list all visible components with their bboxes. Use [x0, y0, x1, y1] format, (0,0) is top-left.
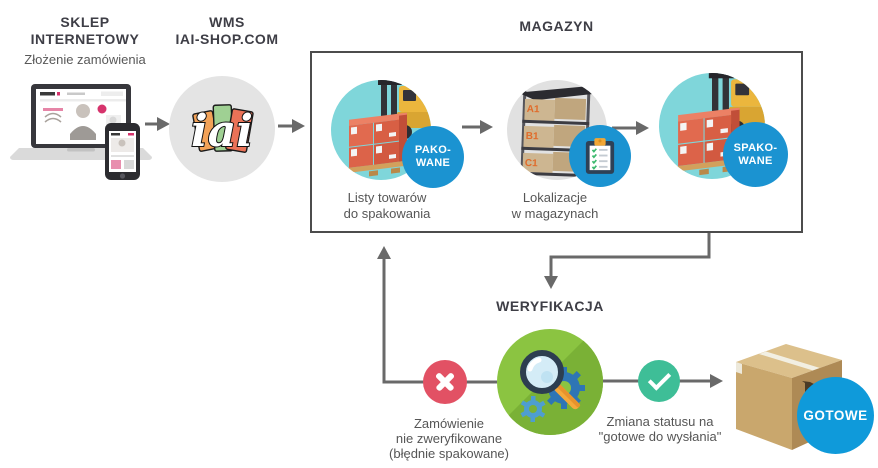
verification-magnifier-icon: [497, 329, 603, 435]
gotowe-badge-label: GOTOWE: [803, 408, 868, 423]
shelf-label-b1: B1: [526, 131, 540, 142]
fail-text-line1: Zamówienie: [413, 416, 485, 431]
badge-line: WANE: [415, 157, 451, 169]
wms-title-line1: WMS: [209, 14, 245, 30]
fail-text-line2: nie zweryfikowane: [395, 431, 503, 446]
shelf-label-c1: C1: [525, 158, 539, 169]
shop-subtitle: Złożenie zamówienia: [24, 52, 146, 67]
arrowhead-right: [157, 117, 170, 131]
arrowhead-right: [636, 121, 649, 135]
status-badge-spakowane: SPAKO- WANE: [723, 122, 788, 187]
wms-title-line2: IAI-SHOP.COM: [175, 31, 279, 47]
step1-label: Listy towarów do spakowania: [327, 190, 447, 222]
success-text-line1: Zmiana statusu na: [606, 414, 714, 429]
step2-label-line1: Lokalizacje: [522, 190, 588, 205]
arrowhead-right: [480, 120, 493, 134]
success-text-line2: "gotowe do wysłania": [598, 429, 722, 444]
iai-logo-text: iai: [191, 106, 253, 157]
forklift-boxes-icon: [345, 80, 431, 180]
arrowhead-up: [377, 246, 391, 259]
wms-title: WMS IAI-SHOP.COM: [157, 14, 297, 48]
arrowhead-down: [544, 276, 558, 289]
status-badge-pakowane: PAKO- WANE: [402, 126, 464, 188]
locations-badge: [569, 125, 631, 187]
step2-label-line2: w magazynach: [511, 206, 599, 221]
shop-title-line2: INTERNETOWY: [30, 31, 140, 47]
magazyn-title: MAGAZYN: [519, 18, 594, 34]
magazyn-box: [310, 51, 803, 233]
status-badge-gotowe: GOTOWE: [797, 377, 874, 454]
step2-label: Lokalizacje w magazynach: [495, 190, 615, 222]
fail-text: Zamówienie nie zweryfikowane (błędnie sp…: [369, 416, 529, 461]
fail-text-line3: (błędnie spakowane): [389, 446, 509, 461]
arrowhead-right: [710, 374, 723, 388]
step1-packing-illustration: [331, 80, 431, 180]
badge-line: WANE: [738, 154, 773, 167]
arrowhead-right: [292, 119, 305, 133]
error-x-icon: [423, 360, 467, 404]
iai-logo-icon: iai: [169, 76, 275, 182]
laptop-phone-illustration: [10, 84, 152, 180]
shop-title: SKLEP INTERNETOWY: [10, 14, 160, 48]
arrow-magazyn-to-weryfikacja: [549, 233, 711, 277]
success-check-icon: [638, 360, 680, 402]
clipboard-checklist-icon: [585, 138, 615, 174]
badge-line: PAKO-: [414, 144, 452, 156]
badge-line: SPAKO-: [733, 141, 778, 154]
success-text: Zmiana statusu na "gotowe do wysłania": [578, 414, 742, 444]
shelf-label-a1: A1: [527, 104, 541, 115]
shop-title-line1: SKLEP: [60, 14, 110, 30]
step1-label-line1: Listy towarów: [347, 190, 427, 205]
step1-label-line2: do spakowania: [343, 206, 431, 221]
weryfikacja-title: WERYFIKACJA: [496, 298, 604, 314]
